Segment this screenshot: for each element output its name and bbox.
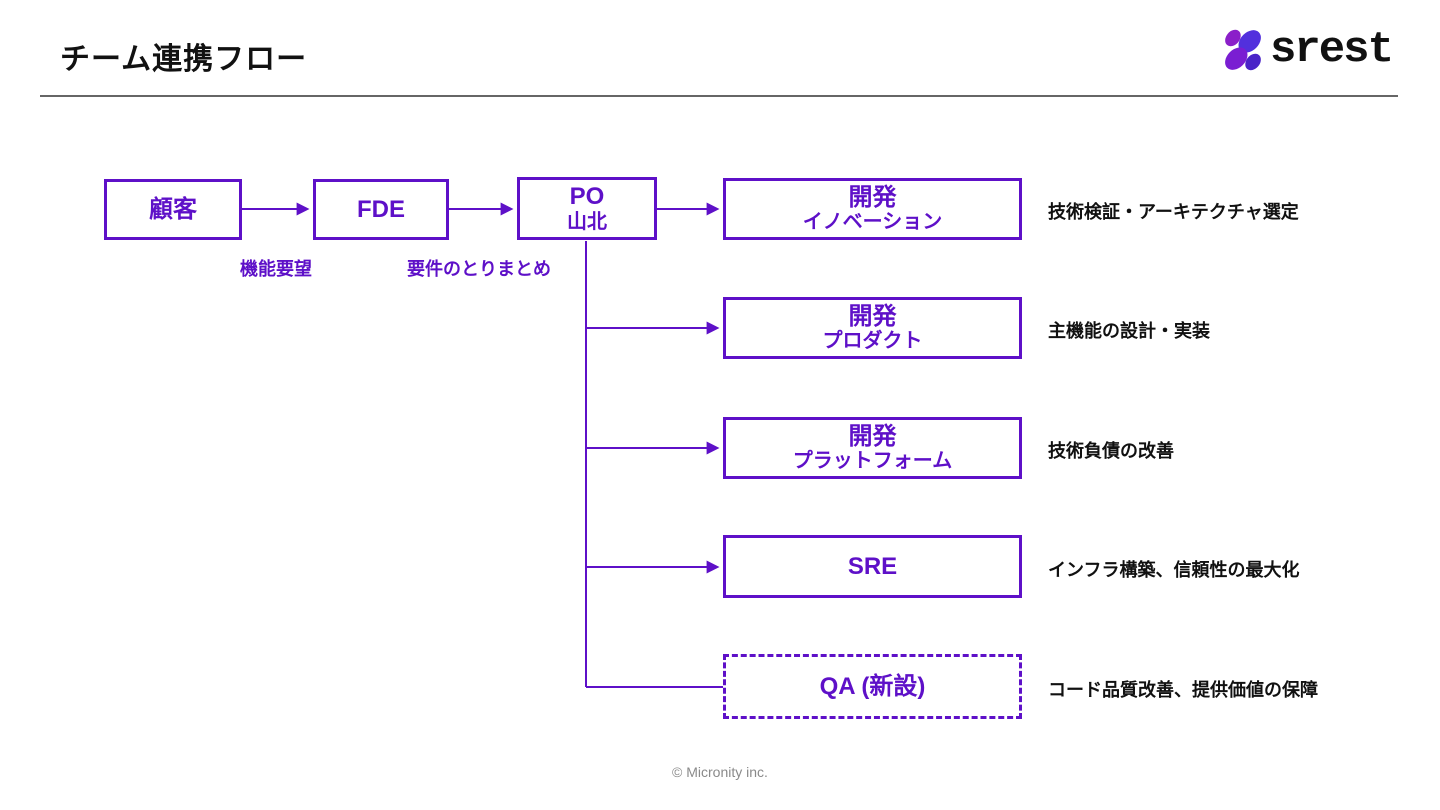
copyright-footer: © Micronity inc. <box>672 764 768 780</box>
box-dev-innovation-sublabel: イノベーション <box>802 211 943 234</box>
box-fde-label: FDE <box>357 195 405 223</box>
note-innovation: 技術検証・アーキテクチャ選定 <box>1048 202 1299 222</box>
srest-logo: srest <box>1220 25 1394 75</box>
box-customer-label: 顧客 <box>149 195 197 223</box>
note-product: 主機能の設計・実装 <box>1048 321 1210 341</box>
box-dev-product-label: 開発 <box>848 302 897 330</box>
header-divider <box>40 95 1398 97</box>
box-fde: FDE <box>313 179 449 240</box>
box-qa: QA (新設) <box>723 654 1022 719</box>
box-sre: SRE <box>723 535 1022 598</box>
box-dev-innovation-label: 開発 <box>848 183 897 211</box>
box-po-label: PO <box>569 183 605 211</box>
box-dev-platform-label: 開発 <box>848 422 897 450</box>
edge-label-feature-request: 機能要望 <box>240 259 312 279</box>
box-customer: 顧客 <box>104 179 242 240</box>
srest-logo-wordmark: srest <box>1269 25 1394 75</box>
srest-logo-icon <box>1225 29 1261 71</box>
note-sre: インフラ構築、信頼性の最大化 <box>1048 560 1300 580</box>
note-platform: 技術負債の改善 <box>1048 441 1174 461</box>
page-title: チーム連携フロー <box>60 43 308 76</box>
box-dev-product-sublabel: プロダクト <box>822 330 923 353</box>
box-dev-platform: 開発 プラットフォーム <box>723 417 1022 479</box>
box-dev-platform-sublabel: プラットフォーム <box>792 450 953 473</box>
box-qa-label: QA (新設) <box>819 672 926 700</box>
box-po: PO 山北 <box>517 177 657 240</box>
box-sre-label: SRE <box>847 552 898 580</box>
box-po-sublabel: 山北 <box>567 210 607 233</box>
box-dev-product: 開発 プロダクト <box>723 297 1022 359</box>
note-qa: コード品質改善、提供価値の保障 <box>1048 680 1318 700</box>
edge-label-requirements: 要件のとりまとめ <box>407 259 551 279</box>
box-dev-innovation: 開発 イノベーション <box>723 178 1022 240</box>
